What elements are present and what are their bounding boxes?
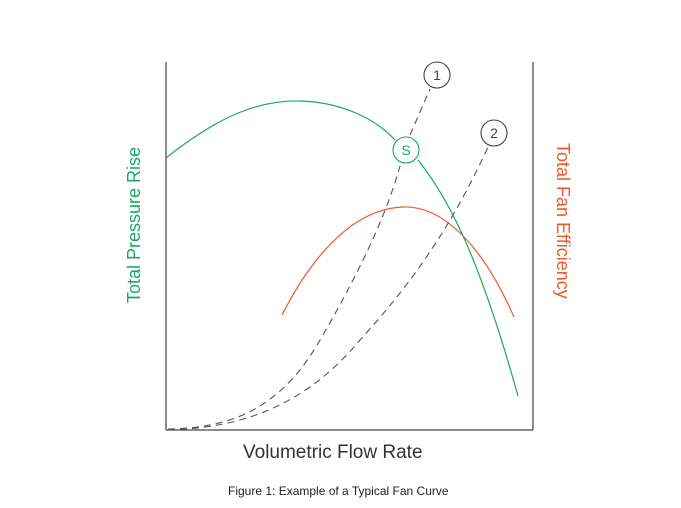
marker-1: 1 bbox=[423, 61, 451, 89]
system-curve-2 bbox=[167, 146, 489, 431]
svg-text:S: S bbox=[401, 142, 410, 158]
figure-caption: Figure 1: Example of a Typical Fan Curve bbox=[228, 484, 449, 498]
operating-point-marker: S bbox=[392, 136, 420, 164]
efficiency-curve bbox=[281, 206, 515, 318]
x-axis-label: Volumetric Flow Rate bbox=[243, 442, 423, 463]
pressure-curve bbox=[165, 100, 519, 397]
svg-text:1: 1 bbox=[433, 67, 441, 83]
svg-text:2: 2 bbox=[490, 125, 498, 141]
system-curve-1 bbox=[167, 88, 431, 430]
y-axis-label-pressure: Total Pressure Rise bbox=[124, 146, 144, 303]
marker-2: 2 bbox=[480, 119, 508, 147]
y-axis-label-efficiency: Total Fan Efficiency bbox=[553, 143, 573, 299]
